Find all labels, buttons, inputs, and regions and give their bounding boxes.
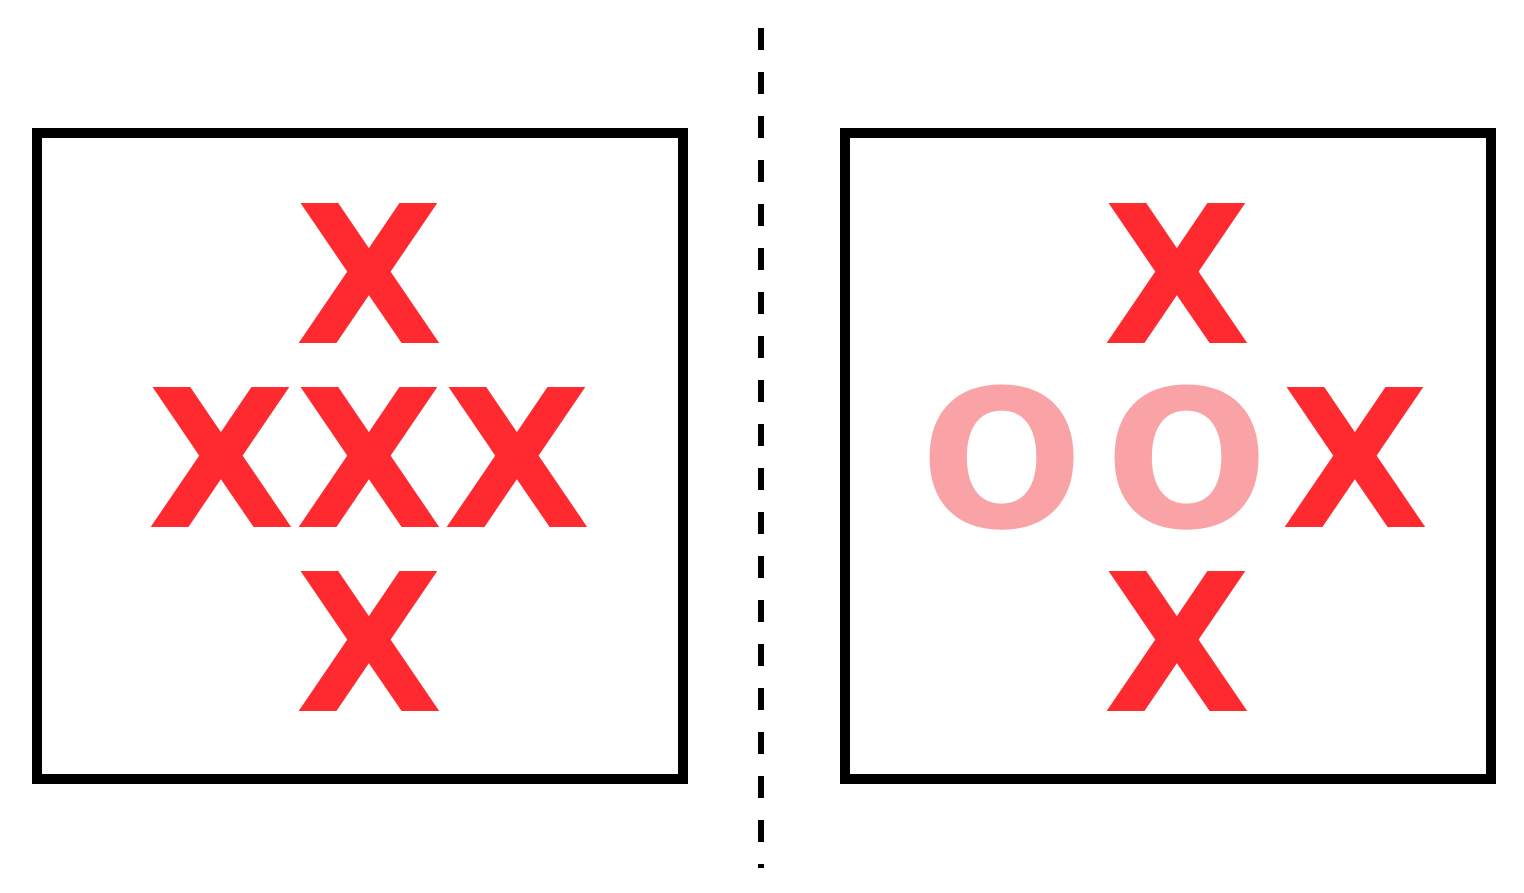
right-center-o: O [1105, 350, 1269, 573]
right-top-x: X [1103, 166, 1252, 389]
left-panel: X X X X X [32, 128, 688, 784]
left-bottom-x: X [295, 534, 444, 757]
left-center-x: X [295, 350, 444, 573]
right-bottom-x: X [1103, 534, 1252, 757]
left-middle-right-x: X [443, 350, 592, 573]
right-middle-right-x: X [1281, 350, 1430, 573]
left-middle-left-x: X [147, 350, 296, 573]
dashed-divider [758, 28, 764, 868]
right-middle-left-o: O [920, 350, 1084, 573]
left-top-x: X [295, 166, 444, 389]
right-panel: X O O X X [840, 128, 1496, 784]
